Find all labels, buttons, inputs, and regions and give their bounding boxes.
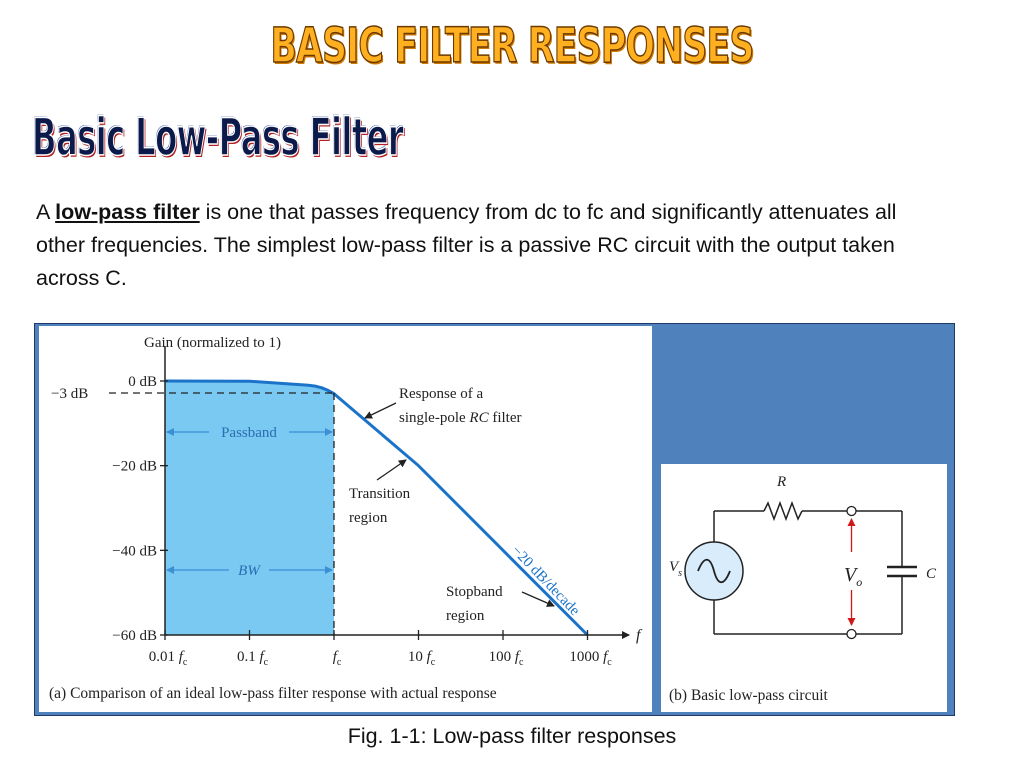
y-tick-label: −60 dB <box>112 628 157 644</box>
intro-paragraph: A low-pass filter is one that passes fre… <box>36 196 926 295</box>
circuit-diagram: R C Vs Vo (b) Basic low-pass circuit <box>669 474 937 704</box>
output-label: Vo <box>844 564 862 589</box>
x-axis-symbol: f <box>636 627 643 644</box>
y-tick-label: 0 dB <box>128 374 157 390</box>
response-annotation-post: filter <box>489 410 522 426</box>
stopband-annotation-arrow <box>521 591 555 607</box>
bw-label: BW <box>238 563 261 579</box>
response-annotation-em: RC <box>468 410 489 426</box>
circuit-caption: (b) Basic low-pass circuit <box>669 687 829 704</box>
response-chart: 0.01 fc 0.1 fc fc 10 fc 100 fc 1000 fc 0 dB −2… <box>49 335 643 702</box>
x-tick-label: 0.01 fc <box>149 649 188 668</box>
stopband-annotation-line2: region <box>446 608 485 624</box>
output-label-sub: o <box>856 575 862 589</box>
chart-caption: (a) Comparison of an ideal low-pass filt… <box>49 685 497 702</box>
transition-annotation-arrow <box>376 459 407 481</box>
capacitor-label: C <box>926 566 937 582</box>
transition-annotation-line1: Transition <box>349 486 411 502</box>
rolloff-label: −20 dB/decade <box>508 543 583 619</box>
resistor-label: R <box>776 474 786 490</box>
figure-caption: Fig. 1-1: Low-pass filter responses <box>347 724 677 748</box>
resistor-symbol <box>763 500 803 522</box>
slide-title: BASIC FILTER RESPONSES <box>270 17 755 75</box>
source-label-sub: s <box>678 568 682 579</box>
y-tick-label: −40 dB <box>112 543 157 559</box>
response-annotation-line2: single-pole RC filter <box>399 410 521 426</box>
x-tick-label: 100 fc <box>489 649 524 668</box>
response-annotation-line1: Response of a <box>399 386 483 402</box>
response-chart-panel: 0.01 fc 0.1 fc fc 10 fc 100 fc 1000 fc 0 dB −2… <box>39 326 652 712</box>
transition-annotation-line2: region <box>349 510 388 526</box>
x-tick-label: fc <box>333 649 342 668</box>
x-tick-label: 1000 fc <box>569 649 612 668</box>
intro-term: low-pass filter <box>55 200 200 224</box>
output-label-main: V <box>844 564 859 586</box>
minus3db-label: −3 dB <box>51 386 88 402</box>
response-annotation-pre: single-pole <box>399 410 469 426</box>
y-axis-title: Gain (normalized to 1) <box>144 335 281 351</box>
circuit-panel: R C Vs Vo (b) Basic low-pass circuit <box>661 464 947 712</box>
source-label-main: V <box>669 559 680 575</box>
intro-lead: A <box>36 200 56 224</box>
source-label: Vs <box>669 559 682 579</box>
x-tick-label: 10 fc <box>408 649 436 668</box>
output-terminal-bottom <box>846 628 857 640</box>
intro-rest: is one that passes frequency from dc to … <box>36 200 897 290</box>
response-annotation-arrow <box>364 402 397 419</box>
passband-label: Passband <box>221 425 277 441</box>
x-tick-label: 0.1 fc <box>237 649 269 668</box>
stopband-annotation-line1: Stopband <box>446 584 503 600</box>
response-curve <box>164 379 589 637</box>
slide-subtitle: Basic Low-Pass Filter <box>32 107 405 169</box>
passband-fill <box>165 381 334 635</box>
x-axis-ticks: 0.01 fc 0.1 fc fc 10 fc 100 fc 1000 fc <box>149 630 612 668</box>
sine-wave-icon <box>697 558 731 584</box>
output-terminal-top <box>846 505 857 517</box>
y-tick-label: −20 dB <box>112 459 157 475</box>
y-axis-ticks: 0 dB −20 dB −40 dB −60 dB <box>112 374 168 644</box>
